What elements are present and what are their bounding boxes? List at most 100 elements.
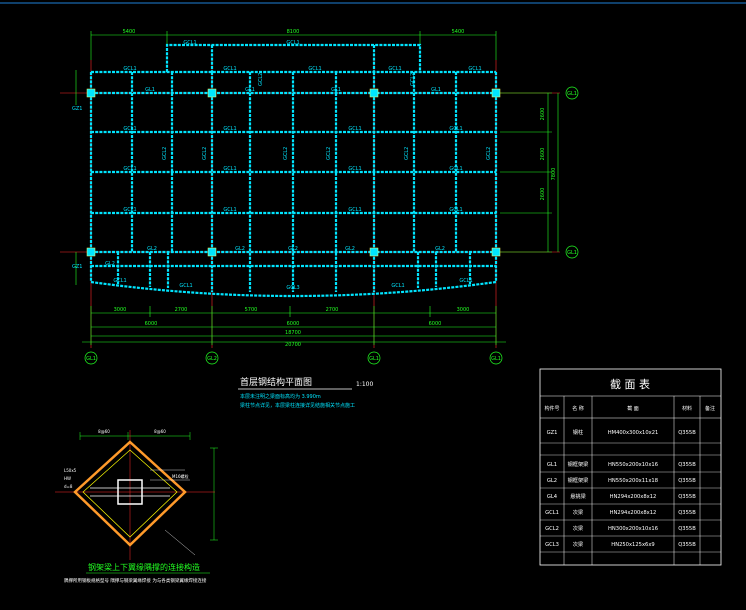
beam-label: GCL1 [123,66,136,72]
beam-label: GL2 [288,246,298,252]
dim-b4: 20700 [285,342,301,348]
beam-label: GCL1 [348,166,361,172]
table-cell: GL1 [547,462,557,468]
axis-label: GL1 [86,356,96,362]
axis-lines [60,60,560,348]
beam-label: GCL2 [283,147,289,160]
beam-label: GCL1 [123,126,136,132]
beam-label: GL1 [245,87,255,93]
floor-plan[interactable]: 5400 8100 5400 2600 2600 2600 7800 3000 … [60,29,579,409]
beam-label: GL2 [435,246,445,252]
beam-grid [89,43,498,298]
column-label: GZ1 [72,106,82,112]
dimension-lines [75,31,559,345]
dim-right-3: 2600 [540,188,546,201]
detail-label-right: M16螺栓 [172,473,189,479]
table-row: GL4 悬挑梁 HN294x200x8x12 Q355B [547,492,696,500]
section-table[interactable]: 截 面 表 构件号 名 称 截 面 材料 备注 GZ1 钢柱 HM400x300… [539,368,722,566]
detail-brace-inner [82,449,178,538]
detail-label-left: d=8 [64,484,73,489]
table-header-cell: 名 称 [572,405,584,412]
table-cell: GZ1 [547,430,558,436]
beam-labels: GCL1 GCL1 GCL1 GCL1 GCL1 GCL1 GCL1 GL1 G… [72,40,492,291]
table-row: GZ1 钢柱 HM400x300x10x21 Q355B [547,428,697,436]
table-body: GZ1 钢柱 HM400x300x10x21 Q355B GL1 钢框架梁 HN… [545,428,696,548]
table-cell: HN294x200x8x12 [610,494,657,500]
beam-label: GCL2 [410,73,416,86]
beam-label: GCL1 [348,126,361,132]
table-cell: GCL1 [545,510,559,516]
axis-label: GL1 [567,91,577,97]
beam-label: GCL1 [449,126,462,132]
table-cell: HN250x125x6x9 [611,542,654,548]
table-cell: HM400x300x10x21 [608,430,659,436]
table-cell: Q355B [678,494,696,500]
table-cell: Q355B [678,462,696,468]
dimension-texts: 5400 8100 5400 2600 2600 2600 7800 3000 … [114,29,557,348]
beam-label: GCL1 [449,166,462,172]
table-cell: 钢柱 [573,428,583,436]
beam-label: GL2 [105,261,115,267]
detail-note: 隅撑所用钢板规格型号 隅撑与钢梁翼缘焊接 为与各类钢梁翼缘焊接连接 [64,577,207,584]
beam-label: GCL1 [223,66,236,72]
beam-label: GL2 [147,246,157,252]
beam-label: GCL1 [123,166,136,172]
plan-note-1: 本层未注明之梁面标高均为 3.990m [240,393,321,400]
table-cell: GCL3 [545,542,559,548]
beam-label: GCL1 [449,207,462,213]
beam-label: GCL2 [258,73,264,86]
column-label: GZ1 [72,264,82,270]
dim-right-1: 2600 [540,108,546,121]
table-header-cell: 构件号 [544,405,559,412]
beam-label: GCL1 [183,40,196,46]
beam-label: GCL1 [348,207,361,213]
table-row: GCL3 次梁 HN250x125x6x9 Q355B [545,540,696,548]
dim-right-total: 7800 [551,168,557,181]
beam-label: GCL1 [468,66,481,72]
table-title: 截 面 表 [610,377,650,391]
detail-dim-lines [79,432,218,541]
beam-label: GCL2 [404,147,410,160]
detail-dim: 8@60 [98,429,110,434]
dim-b1-4: 2700 [326,307,339,313]
table-cell: HN550x200x10x16 [608,462,658,468]
beam-label: GL2 [235,246,245,252]
table-row: GCL2 次梁 HN300x200x10x16 Q355B [545,524,696,532]
dim-b1-3: 5700 [245,307,258,313]
plan-title: 首层钢结构平面图 [240,376,312,388]
table-cell: 悬挑梁 [570,492,586,500]
dim-right-2: 2600 [540,148,546,161]
dim-top-3: 5400 [452,29,465,35]
table-cell: 次梁 [573,508,583,516]
dim-b1-5: 3000 [457,307,470,313]
beam-label: GCL1 [113,278,126,284]
axis-bubbles-right: GL1 GL1 [565,86,579,259]
axis-bubbles-bottom: GL1 GL2 GL1 GL1 [84,351,503,365]
axis-label: GL2 [207,356,217,362]
axis-label: GL1 [567,250,577,256]
table-cell: 次梁 [573,524,583,532]
beam-label: GCL2 [326,147,332,160]
detail-column [117,479,143,505]
beam-label: GL1 [431,87,441,93]
beam-label: GCL1 [459,278,472,284]
detail-label-left: L50x5 [64,468,77,473]
table-cell: Q355B [678,478,696,484]
dim-b2-3: 6000 [429,321,442,327]
dim-b2-1: 6000 [145,321,158,327]
brace-detail[interactable]: 8@60 8@60 M16螺栓 L50x5 HW d=8 钢架梁上下翼缘隅撑的连… [55,429,218,584]
beam-label: GCL2 [162,147,168,160]
plan-scale: 1:100 [356,381,373,388]
detail-axes [55,430,215,560]
table-row: GCL1 次梁 HN294x200x8x12 Q355B [545,508,696,516]
table-cell: HN294x200x8x12 [610,510,657,516]
table-cell: 钢框架梁 [568,460,589,468]
beam-label: GCL1 [391,283,404,289]
table-cell: GL2 [547,478,557,484]
detail-title: 钢架梁上下翼缘隅撑的连接构造 [88,562,200,572]
table-cell: GL4 [547,494,558,500]
table-header-cell: 截 面 [627,405,639,412]
dim-b3: 18700 [285,330,301,336]
beam-label: GCL1 [388,66,401,72]
